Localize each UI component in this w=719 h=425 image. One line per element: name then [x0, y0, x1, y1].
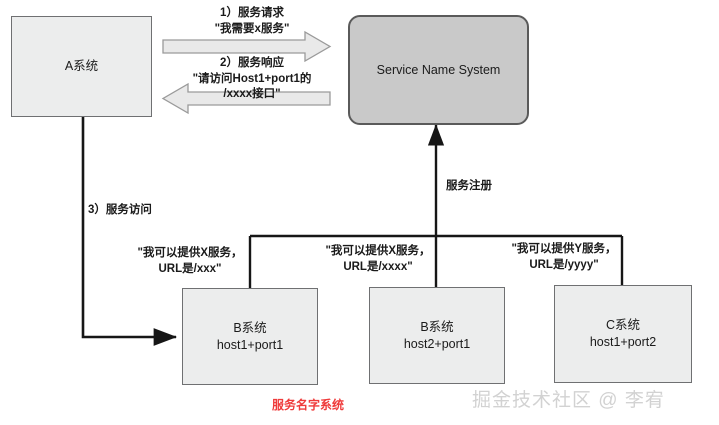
node-b-system-1-address: host1+port1: [216, 337, 284, 352]
node-b-system-1[interactable]: B系统 host1+port1: [182, 288, 318, 385]
node-c-system-address: host1+port2: [589, 335, 657, 349]
node-a-system-label: A系统: [64, 59, 99, 74]
label-service-register: 服务注册: [446, 180, 492, 192]
response-block-arrow: [161, 82, 331, 115]
label-register-b-system-2: "我可以提供X服务， URL是/xxxx": [325, 245, 431, 273]
node-c-system[interactable]: C系统 host1+port2: [554, 285, 692, 383]
node-a-system[interactable]: A系统: [11, 16, 152, 117]
label-service-response: 2）服务响应 "请访问Host1+port1的 /xxxx接口": [192, 57, 312, 101]
caption-service-name-system: 服务名字系统: [272, 398, 345, 412]
service-access-connector: [81, 117, 178, 346]
label-register-c-system: "我可以提供Y服务， URL是/yyyy": [511, 243, 617, 271]
request-block-arrow: [162, 30, 332, 63]
node-b-system-2[interactable]: B系统 host2+port1: [369, 287, 505, 384]
label-register-b-system-1: "我可以提供X服务， URL是/xxx": [137, 247, 243, 275]
service-register-connector: [248, 124, 624, 289]
node-b-system-2-address: host2+port1: [403, 336, 471, 351]
label-service-access: 3）服务访问: [88, 204, 152, 216]
node-c-system-title: C系统: [605, 318, 641, 333]
node-b-system-1-title: B系统: [233, 320, 267, 335]
watermark: 掘金技术社区 @ 李宥: [472, 390, 665, 411]
node-b-system-2-title: B系统: [420, 319, 454, 334]
label-service-request: 1）服务请求 "我需要x服务": [214, 7, 290, 35]
node-service-name-system[interactable]: Service Name System: [348, 15, 529, 125]
node-service-name-system-label: Service Name System: [376, 62, 501, 77]
